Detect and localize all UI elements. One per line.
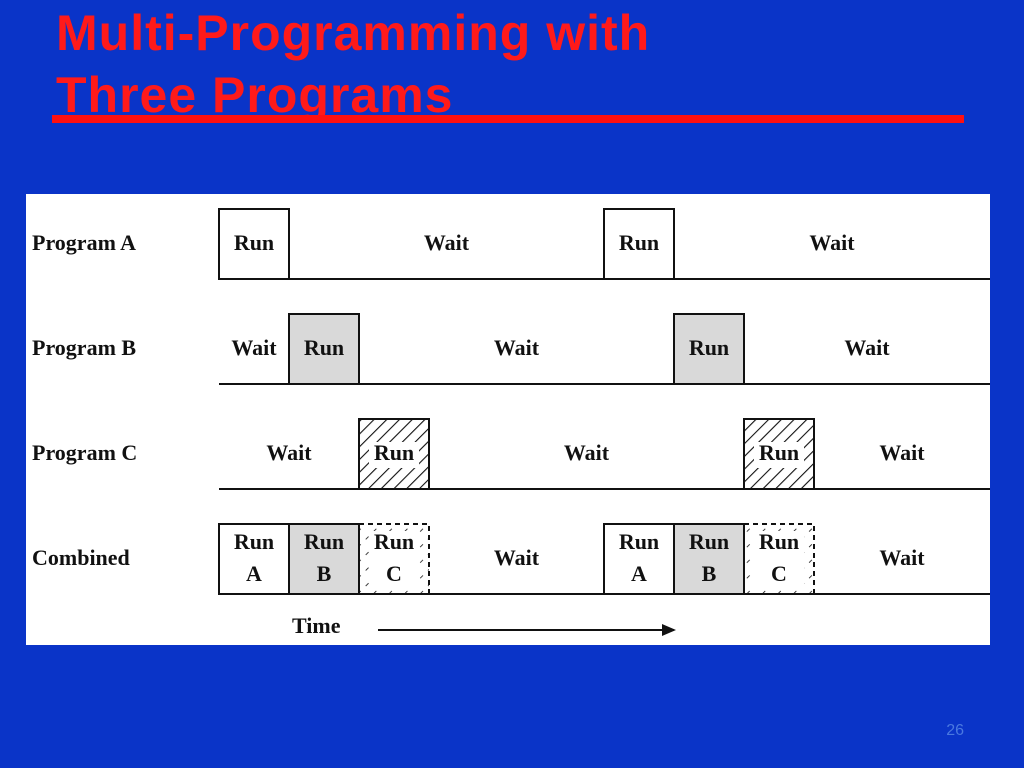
wait-label-combined-7: Wait bbox=[879, 545, 925, 570]
wait-label-program-c-0: Wait bbox=[266, 440, 312, 465]
wait-label-program-b-0: Wait bbox=[231, 335, 277, 360]
run-block-program-b-1 bbox=[288, 313, 360, 385]
run-block-combined-0 bbox=[218, 523, 290, 595]
slide-title: Multi-Programming with Three Programs bbox=[56, 2, 650, 126]
run-label-backing-combined-6 bbox=[754, 531, 804, 589]
run-block-combined-4 bbox=[603, 523, 675, 595]
run-label-combined-2-line-1: C bbox=[386, 561, 402, 586]
run-label-program-b-3: Run bbox=[689, 335, 729, 360]
run-label-combined-5-line-1: B bbox=[702, 561, 717, 586]
run-label-combined-1-line-0: Run bbox=[304, 529, 344, 554]
run-label-backing-program-c-1 bbox=[369, 442, 419, 468]
title-underline bbox=[52, 115, 964, 123]
run-label-backing-combined-2 bbox=[369, 531, 419, 589]
row-label-program-c: Program C bbox=[32, 440, 137, 465]
run-label-program-a-2: Run bbox=[619, 230, 659, 255]
run-label-combined-2-line-0: Run bbox=[374, 529, 414, 554]
run-label-combined-0-line-0: Run bbox=[234, 529, 274, 554]
run-label-combined-4-line-0: Run bbox=[619, 529, 659, 554]
run-label-program-c-1: Run bbox=[374, 440, 414, 465]
run-label-program-a-0: Run bbox=[234, 230, 274, 255]
slide-title-line-2: Three Programs bbox=[56, 67, 454, 123]
row-label-program-b: Program B bbox=[32, 335, 136, 360]
wait-label-program-a-1: Wait bbox=[424, 230, 470, 255]
slide-title-line-1: Multi-Programming with bbox=[56, 5, 651, 61]
wait-label-program-b-4: Wait bbox=[844, 335, 890, 360]
run-label-program-b-1: Run bbox=[304, 335, 344, 360]
row-label-program-a: Program A bbox=[32, 230, 136, 255]
run-label-program-c-3: Run bbox=[759, 440, 799, 465]
run-label-combined-5-line-0: Run bbox=[689, 529, 729, 554]
wait-label-program-b-2: Wait bbox=[494, 335, 540, 360]
run-block-combined-5 bbox=[673, 523, 745, 595]
run-block-program-b-3 bbox=[673, 313, 745, 385]
page-number: 26 bbox=[946, 722, 964, 739]
wait-label-program-a-3: Wait bbox=[809, 230, 855, 255]
wait-label-program-c-4: Wait bbox=[879, 440, 925, 465]
run-block-program-a-2 bbox=[603, 208, 675, 280]
wait-label-combined-3: Wait bbox=[494, 545, 540, 570]
time-axis-label: Time bbox=[292, 613, 341, 638]
run-label-combined-0-line-1: A bbox=[246, 561, 262, 586]
wait-label-program-c-2: Wait bbox=[564, 440, 610, 465]
run-label-combined-6-line-0: Run bbox=[759, 529, 799, 554]
row-label-combined: Combined bbox=[32, 545, 130, 570]
run-block-program-a-0 bbox=[218, 208, 290, 280]
run-label-combined-1-line-1: B bbox=[317, 561, 332, 586]
run-label-combined-6-line-1: C bbox=[771, 561, 787, 586]
run-label-backing-program-c-3 bbox=[754, 442, 804, 468]
run-label-combined-4-line-1: A bbox=[631, 561, 647, 586]
